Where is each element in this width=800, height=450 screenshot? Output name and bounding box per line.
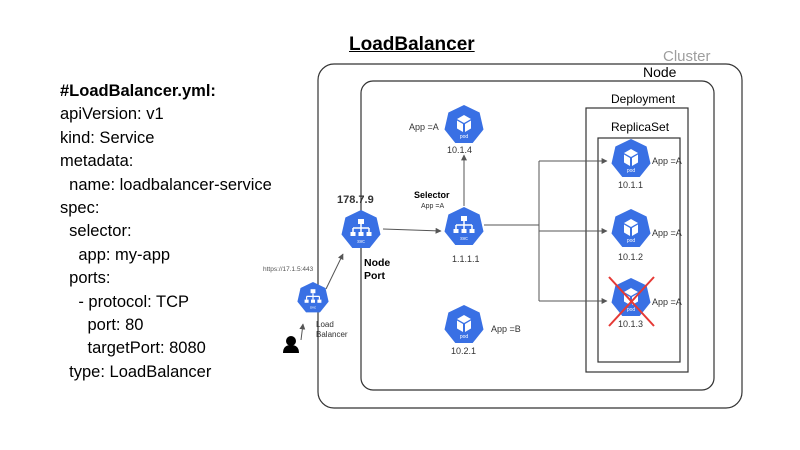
yaml-line: metadata: <box>60 152 134 171</box>
svg-text:svc: svc <box>460 236 468 242</box>
svg-text:svc: svc <box>310 304 316 309</box>
svg-text:pod: pod <box>460 134 469 140</box>
user-to-lb-arrow <box>299 323 306 341</box>
yaml-line: ports: <box>60 269 111 288</box>
nodeport-label-line2: Port <box>364 270 386 282</box>
replicaset-label: ReplicaSet <box>611 120 670 134</box>
pod-app-label: App =A <box>409 122 439 132</box>
nodeport-svc-icon: svc <box>341 210 381 248</box>
yaml-line: app: my-app <box>60 245 171 264</box>
lb-to-nodeport-arrow <box>325 253 344 290</box>
yaml-line: targetPort: 8080 <box>60 339 206 358</box>
deployment-box <box>585 107 689 373</box>
deleted-cross-icon <box>608 276 655 327</box>
svg-text:pod: pod <box>627 307 636 313</box>
svg-text:svc: svc <box>357 239 365 245</box>
pod-app-label: App =B <box>491 324 521 334</box>
pod-icon: pod <box>611 278 651 316</box>
selector-svc-icon: svc <box>444 207 484 245</box>
pod-ip-label: 10.1.4 <box>447 145 472 155</box>
yaml-line: #LoadBalancer.yml: <box>60 82 216 100</box>
selector-label: Selector <box>414 190 450 200</box>
nodeport-to-svc-arrow <box>382 227 442 234</box>
user-icon <box>283 336 299 353</box>
svg-text:pod: pod <box>460 334 469 340</box>
pod-icon: pod <box>611 139 651 177</box>
pod-icon: pod <box>444 105 484 143</box>
page-title: LoadBalancer <box>349 34 475 55</box>
pod-ip-label: 10.1.3 <box>618 319 643 329</box>
yaml-line: type: LoadBalancer <box>60 362 212 381</box>
lb-url-label: https://17.1.5:443 <box>263 266 314 273</box>
pod-ip-label: 10.1.2 <box>618 252 643 262</box>
pod-icon: pod <box>444 305 484 343</box>
node-label: Node <box>643 64 677 80</box>
deployment-label: Deployment <box>611 92 676 106</box>
yaml-line: - protocol: TCP <box>60 292 189 311</box>
cluster-box <box>317 63 743 409</box>
svg-text:pod: pod <box>627 238 636 244</box>
yaml-manifest: #LoadBalancer.yml: apiVersion: v1 kind: … <box>60 80 272 384</box>
loadbalancer-svc-icon: svc <box>297 282 329 313</box>
selector-app-label: App =A <box>421 203 444 210</box>
cluster-label: Cluster <box>663 48 711 65</box>
yaml-line: spec: <box>60 198 100 217</box>
replicaset-box <box>597 137 681 363</box>
svg-text:pod: pod <box>627 168 636 174</box>
svc-ip-label: 1.1.1.1 <box>452 254 480 264</box>
pod-icon: pod <box>611 209 651 247</box>
pod-app-label: App =A <box>652 228 682 238</box>
yaml-line: port: 80 <box>60 315 144 334</box>
pod-ip-label: 10.1.1 <box>618 180 643 190</box>
yaml-line: name: loadbalancer-service <box>60 175 272 194</box>
pod-ip-label: 10.2.1 <box>451 346 476 356</box>
yaml-line: kind: Service <box>60 128 155 147</box>
yaml-line: selector: <box>60 222 132 241</box>
pod-app-label: App =A <box>652 156 682 166</box>
pod-app-label: App =A <box>652 297 682 307</box>
lb-label-line2: Balancer <box>316 330 348 339</box>
lb-label-line1: Load <box>316 320 334 329</box>
node-ip-label: 178.7.9 <box>337 194 374 206</box>
nodeport-label-line1: Node <box>364 257 390 269</box>
yaml-line: apiVersion: v1 <box>60 105 164 124</box>
